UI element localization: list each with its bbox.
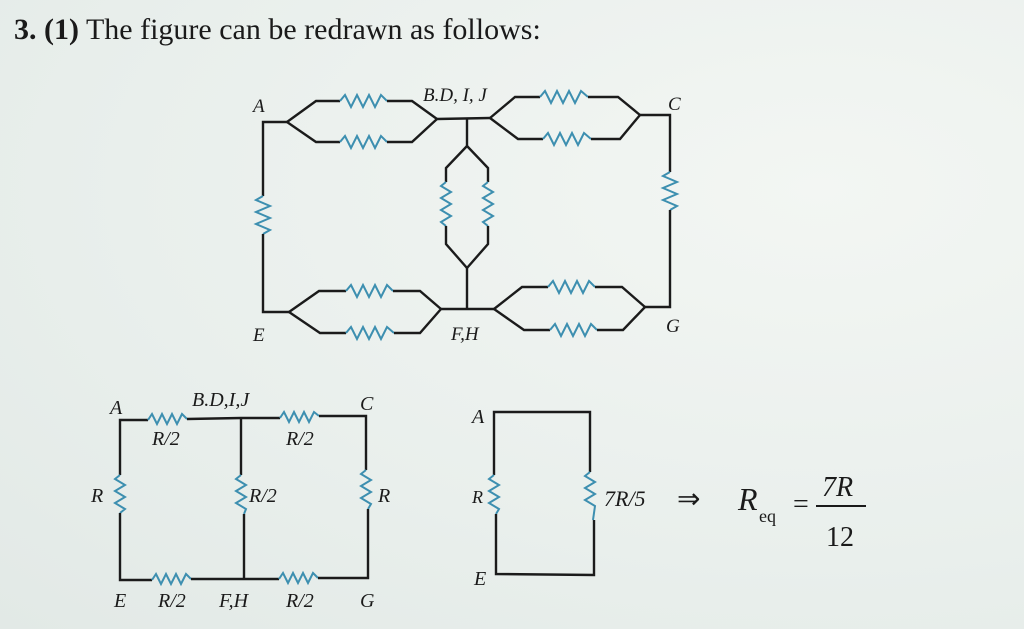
- fig3-wire-bottom: [494, 514, 596, 577]
- fig1-parallel-bdij-fh: [439, 118, 495, 309]
- equals-sign: =: [793, 489, 809, 520]
- figure-1-network: A B.D, I, J C E F,H G: [251, 85, 681, 346]
- fig2-node-g: G: [360, 590, 375, 612]
- fig1-wire: [288, 289, 346, 313]
- fig1-wire: [393, 289, 442, 310]
- fig1-wire: [591, 114, 641, 141]
- fig1-resistor-top-left-upper: [339, 92, 388, 110]
- fig1-wire: [489, 117, 543, 141]
- fig2-node-fh: F,H: [218, 590, 250, 612]
- fig2-node-c: C: [360, 393, 374, 415]
- fraction-numerator: 7R: [822, 472, 853, 503]
- req-symbol: R: [737, 481, 758, 517]
- fig2-label-left: R: [90, 485, 103, 507]
- fig1-junction-bdij-wire: [436, 116, 491, 121]
- fig1-resistor-bottom-left-upper: [345, 282, 394, 300]
- fig1-resistor-bottom-right-upper: [547, 278, 596, 296]
- fig1-node-c: C: [668, 94, 681, 115]
- fig1-wire: [489, 95, 540, 119]
- fig3-resistor-left: [487, 474, 501, 515]
- fig1-left-branch: [253, 120, 289, 314]
- answer-option: (1): [44, 13, 79, 46]
- fig1-wire: [286, 121, 340, 144]
- fig2-node-a: A: [108, 397, 123, 419]
- fig1-wire-e-up: [261, 234, 289, 314]
- fraction-denominator: 12: [826, 522, 854, 553]
- fig1-resistor-a-e: [253, 195, 273, 235]
- fig2-label-top-left: R/2: [151, 428, 180, 450]
- fig1-resistor-top-right-upper: [539, 88, 589, 106]
- fig3-label-left: R: [471, 487, 483, 507]
- fig2-label-bottom-right: R/2: [285, 590, 314, 612]
- fig2-wire: [319, 414, 368, 470]
- fig2-label-middle: R/2: [248, 485, 277, 507]
- fig1-node-a: A: [251, 96, 265, 117]
- fig2-resistor-top-right: [279, 409, 320, 425]
- fig1-parallel-e-fh: [288, 282, 442, 342]
- question-number: 3.: [14, 13, 37, 46]
- fig2-wire: [118, 513, 152, 582]
- fig1-wire: [286, 99, 340, 123]
- fig2-label-top-right: R/2: [285, 428, 314, 450]
- figure-3-parallel-pair: A E R 7R/5: [470, 406, 646, 590]
- fig2-resistor-bottom-left: [151, 571, 192, 587]
- fig1-resistor-bottom-right-lower: [549, 321, 598, 339]
- fig2-label-bottom-left: R/2: [157, 590, 186, 612]
- fig1-node-e: E: [252, 325, 265, 346]
- fig1-wire: [595, 285, 646, 308]
- fig3-resistor-right: [583, 471, 597, 521]
- fig3-wire-top: [492, 410, 592, 475]
- fig1-node-bdij: B.D, I, J: [423, 85, 488, 106]
- equivalent-resistance-equation: ⇒ R eq = 7R 12: [677, 472, 866, 553]
- fig1-wire: [588, 95, 641, 116]
- fig2-node-e: E: [113, 590, 126, 612]
- fig2-wire: [186, 416, 280, 421]
- fig1-wire: [387, 99, 438, 120]
- fig3-node-a: A: [470, 406, 485, 428]
- fig3-node-e: E: [473, 568, 486, 590]
- fig2-wire: [335, 509, 370, 580]
- fig1-node-fh: F,H: [450, 324, 480, 345]
- fig1-wire-a-down: [261, 120, 287, 196]
- fig2-resistor-bottom-right: [278, 570, 319, 586]
- fig2-resistor-top-left: [147, 411, 188, 427]
- implies-arrow: ⇒: [677, 484, 700, 515]
- fig1-resistor-bottom-left-lower: [345, 324, 395, 342]
- fig1-parallel-fh-g: [493, 278, 646, 339]
- fig1-resistor-c-g: [660, 171, 680, 211]
- fig1-wire: [444, 226, 468, 269]
- fig1-wire: [288, 311, 346, 335]
- req-subscript: eq: [759, 506, 776, 526]
- fig1-wire: [466, 226, 490, 269]
- fig1-resistor-top-left-lower: [339, 133, 388, 151]
- fig1-parallel-a-bdij: [286, 92, 438, 151]
- fig1-wire-c-down: [640, 113, 672, 172]
- fig1-resistor-top-right-lower: [542, 130, 592, 148]
- fig2-node-bdij: B.D,I,J: [192, 389, 250, 411]
- fig2-resistor-left: [113, 474, 127, 514]
- fig1-wire: [466, 145, 490, 182]
- fig2-label-right: R: [377, 485, 390, 507]
- fig1-wire-g-up: [645, 210, 672, 309]
- fig2-resistor-right: [359, 469, 373, 510]
- fig3-label-right: 7R/5: [604, 486, 646, 511]
- figure-2-simplified-network: A B.D,I,J C E F,H G R/2 R/2 R R/2 R R/2 …: [90, 389, 390, 612]
- fig1-resistor-middle-left: [439, 181, 453, 227]
- fig2-resistor-middle: [234, 474, 248, 515]
- fig1-resistor-middle-right: [481, 181, 495, 227]
- fig1-node-g: G: [666, 316, 680, 337]
- fig1-wire: [493, 308, 550, 332]
- fig2-wire: [118, 418, 148, 475]
- fig1-wire: [493, 285, 548, 310]
- fig1-wire: [597, 306, 646, 332]
- solution-heading: 3. (1) The figure can be redrawn as foll…: [14, 12, 541, 48]
- fig1-wire: [444, 145, 468, 182]
- heading-text: The figure can be redrawn as follows:: [85, 13, 541, 46]
- fig1-wire: [387, 118, 438, 144]
- fig1-parallel-bdij-c: [489, 88, 672, 172]
- fig1-wire: [394, 308, 442, 335]
